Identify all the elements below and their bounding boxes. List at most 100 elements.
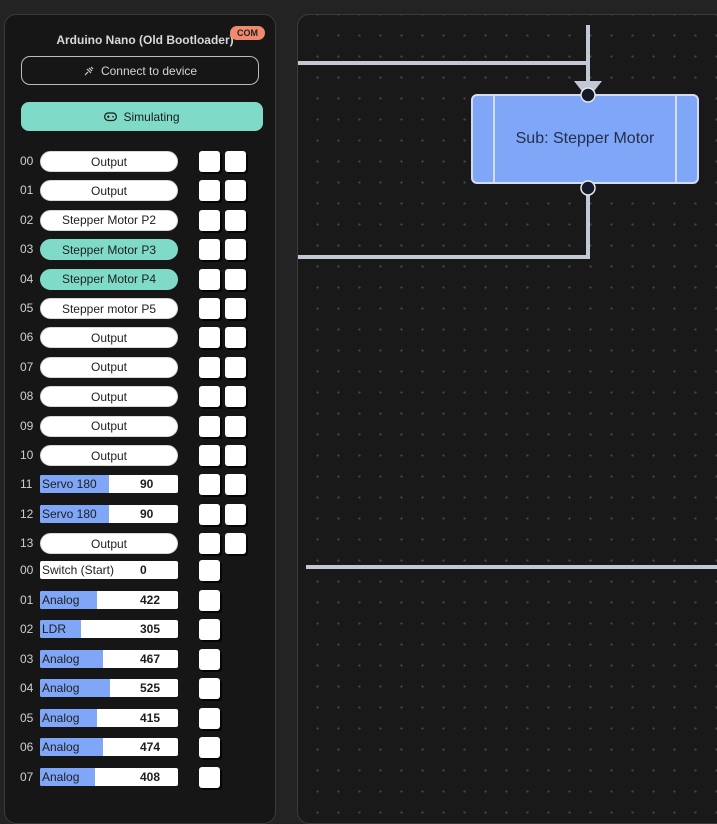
pin-value: 525	[140, 681, 161, 695]
pin-toggle-button[interactable]	[199, 151, 220, 172]
sub-stepper-motor-block[interactable]: Sub: Stepper Motor	[471, 94, 699, 184]
pin-label: Analog	[42, 769, 80, 784]
block-left-bar	[493, 96, 495, 182]
pin-mode-button[interactable]: Output	[40, 327, 178, 349]
pin-number: 07	[20, 359, 34, 374]
pin-mode-button[interactable]: Output	[40, 180, 178, 202]
pin-number: 13	[20, 536, 34, 551]
pin-toggle-button[interactable]	[199, 533, 220, 555]
pin-config-button[interactable]	[225, 268, 246, 290]
pin-config-button[interactable]	[225, 445, 246, 466]
pin-toggle-button[interactable]	[199, 766, 220, 788]
pin-number: 10	[20, 448, 34, 462]
pin-value-slider[interactable]: Switch (Start)0	[40, 561, 178, 579]
pin-label: Servo 180	[42, 477, 97, 492]
pin-label: Analog	[42, 592, 80, 607]
pin-config-button[interactable]	[225, 386, 246, 408]
slider-fill	[40, 590, 97, 609]
pin-mode-button[interactable]: Output	[40, 533, 178, 555]
pin-toggle-button[interactable]	[199, 356, 220, 378]
pin-toggle-button[interactable]	[199, 503, 220, 525]
pin-mode-button[interactable]: Output	[40, 386, 178, 408]
flow-canvas[interactable]: Sub: Stepper Motor	[297, 14, 717, 824]
slider-fill	[40, 708, 97, 727]
digital-pin-row: 11 Servo 180 90	[5, 474, 277, 496]
pin-toggle-button[interactable]	[199, 678, 220, 699]
pin-config-button[interactable]	[225, 356, 246, 378]
device-name: Arduino Nano (Old Bootloader)	[56, 33, 234, 47]
pin-number: 09	[20, 418, 34, 433]
block-label: Sub: Stepper Motor	[515, 130, 655, 147]
pin-toggle-button[interactable]	[199, 648, 220, 670]
pin-number: 07	[20, 769, 34, 784]
pin-mode-button[interactable]: Stepper Motor P3	[40, 239, 178, 261]
connect-button[interactable]: Connect to device	[21, 56, 259, 85]
pin-toggle-button[interactable]	[199, 737, 220, 758]
pin-number: 02	[20, 622, 34, 636]
pin-value: 90	[140, 506, 154, 521]
pin-mode-button[interactable]: Output	[40, 445, 178, 466]
pin-label: LDR	[42, 622, 67, 636]
pin-mode-button[interactable]: Output	[40, 356, 178, 378]
pin-number: 11	[20, 477, 33, 492]
pin-mode-button[interactable]: Stepper Motor P4	[40, 268, 178, 290]
pin-toggle-button[interactable]	[199, 239, 220, 261]
pin-value-slider[interactable]: Servo 180 90	[40, 475, 178, 494]
pin-toggle-button[interactable]	[199, 327, 220, 349]
slider-fill	[40, 679, 111, 697]
pin-config-button[interactable]	[225, 503, 246, 525]
pin-mode-button[interactable]: Output	[40, 415, 178, 437]
simulating-button[interactable]: Simulating	[21, 102, 263, 131]
pin-config-button[interactable]	[225, 298, 246, 319]
slider-fill	[40, 620, 82, 638]
pin-toggle-button[interactable]	[199, 707, 220, 729]
pin-config-button[interactable]	[225, 209, 246, 231]
pin-toggle-button[interactable]	[199, 619, 220, 640]
pin-config-button[interactable]	[225, 151, 246, 172]
pin-toggle-button[interactable]	[199, 560, 220, 581]
pin-toggle-button[interactable]	[199, 589, 220, 611]
pin-mode-button[interactable]: Output	[40, 151, 178, 172]
pin-config-button[interactable]	[225, 533, 246, 555]
pin-number: 06	[20, 740, 34, 754]
pin-toggle-button[interactable]	[199, 474, 220, 496]
pin-config-button[interactable]	[225, 327, 246, 349]
pin-toggle-button[interactable]	[199, 298, 220, 319]
pin-config-button[interactable]	[225, 239, 246, 261]
pin-toggle-button[interactable]	[199, 386, 220, 408]
pin-toggle-button[interactable]	[199, 415, 220, 437]
pin-label: Analog	[42, 651, 80, 666]
pin-mode-button[interactable]: Stepper motor P5	[40, 298, 178, 319]
pin-mode-button[interactable]: Stepper Motor P2	[40, 209, 178, 231]
pin-toggle-button[interactable]	[199, 180, 220, 202]
pin-value: 90	[140, 477, 154, 492]
pin-config-button[interactable]	[225, 474, 246, 496]
pin-number: 01	[20, 183, 34, 198]
pin-toggle-button[interactable]	[199, 268, 220, 290]
pin-toggle-button[interactable]	[199, 445, 220, 466]
connector-line-top	[298, 25, 590, 65]
pin-number: 03	[20, 242, 34, 257]
com-badge[interactable]: COM	[230, 26, 265, 40]
pin-number: 04	[20, 271, 34, 286]
pin-config-button[interactable]	[225, 415, 246, 437]
digital-pin-row: 04 Stepper Motor P4	[5, 268, 277, 291]
pin-toggle-button[interactable]	[199, 209, 220, 231]
block-right-bar	[675, 96, 677, 182]
pin-value: 415	[140, 710, 161, 725]
pin-config-button[interactable]	[225, 180, 246, 202]
